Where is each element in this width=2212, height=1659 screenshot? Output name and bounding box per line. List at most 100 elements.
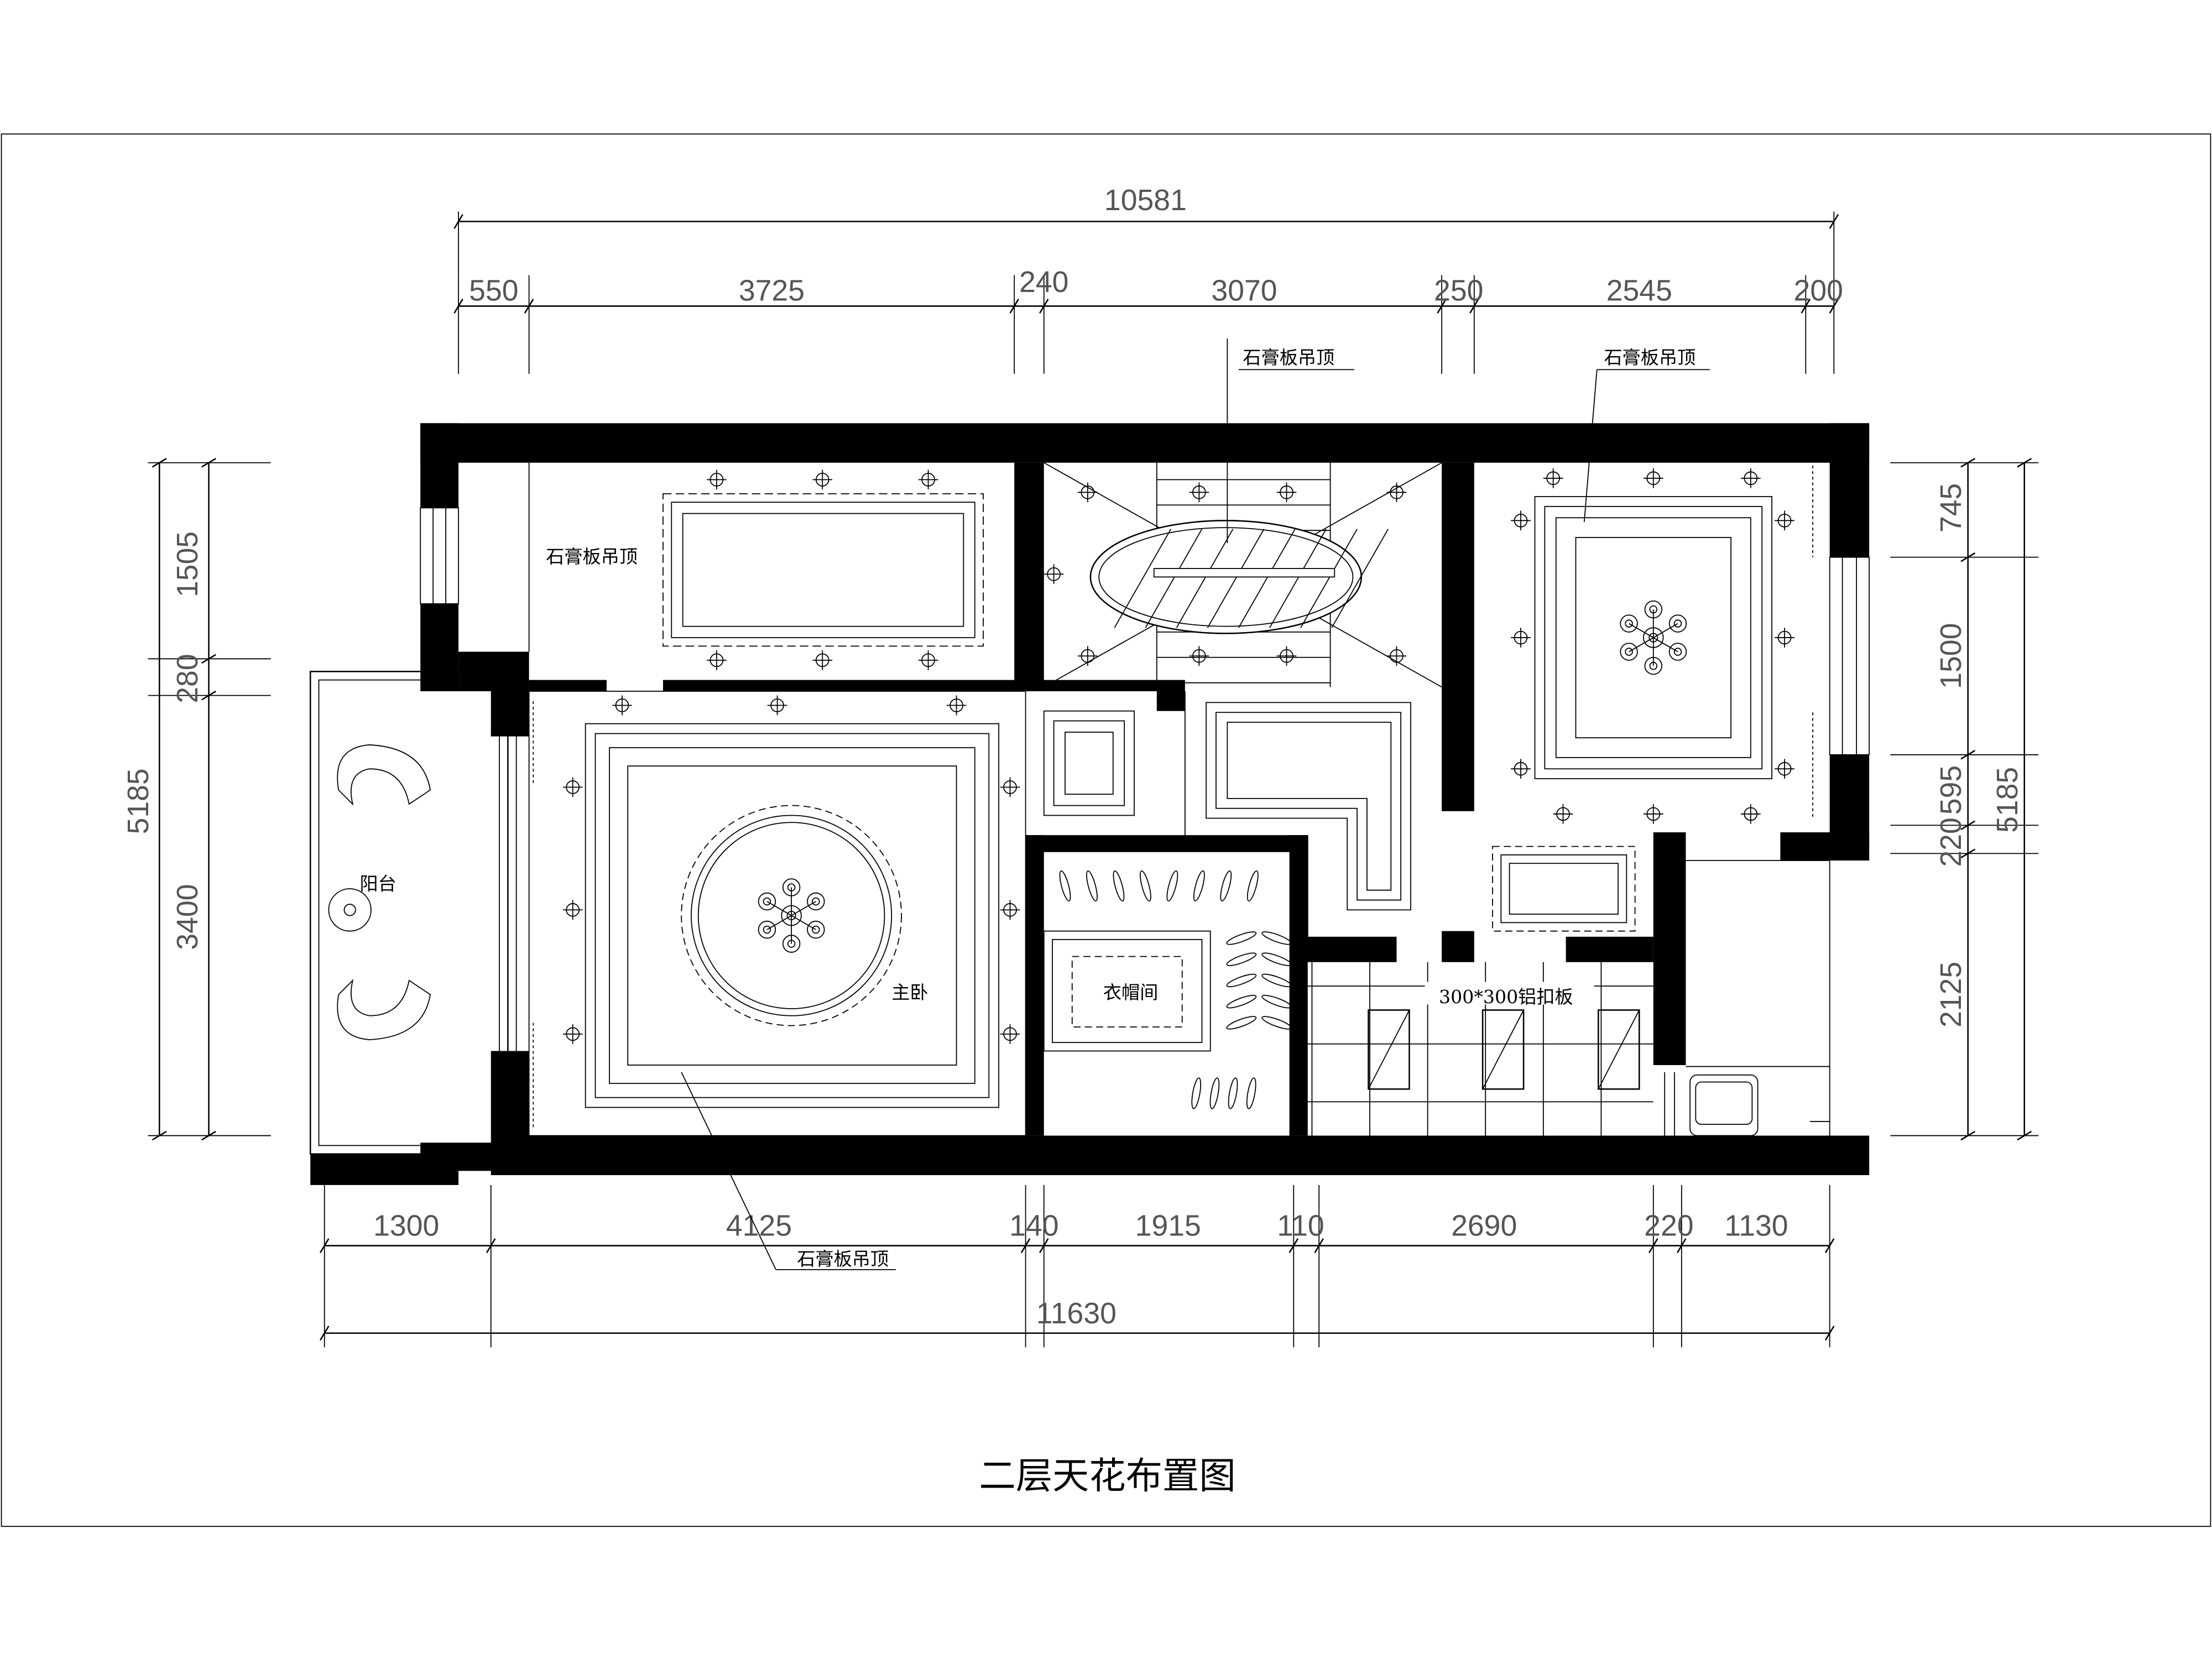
- downlight-icon: [812, 469, 833, 490]
- downlight-icon: [1775, 759, 1794, 779]
- hanger-icon: [1261, 1016, 1292, 1030]
- downlight-icon: [1000, 777, 1020, 797]
- hanger-icon: [1246, 870, 1259, 902]
- downlight-icon: [562, 900, 583, 920]
- dim-left-3: 3400: [171, 884, 204, 950]
- dimension-tick: [1824, 1326, 1835, 1341]
- washing-machine-icon: [1689, 1074, 1759, 1136]
- hanger-icon: [1226, 1016, 1257, 1030]
- clothes-hanger-icons: [1059, 870, 1292, 1109]
- dimension-tick: [1829, 299, 1839, 314]
- dimension-tick: [201, 690, 216, 701]
- dimension-tick: [319, 1238, 330, 1253]
- dimension-tick: [152, 457, 167, 468]
- downlight-icon: [1740, 468, 1761, 488]
- dimension-tick: [1824, 1238, 1835, 1253]
- hanger-icon: [1261, 995, 1292, 1009]
- dimension-tick: [2017, 457, 2032, 468]
- dimension-tick: [201, 1130, 216, 1141]
- dim-right-3: 595: [1935, 765, 1968, 815]
- dim-bottom-3: 140: [1009, 1210, 1058, 1243]
- downlight-icon: [1000, 1024, 1020, 1044]
- label-gypsum-ceiling-4: 石膏板吊顶: [797, 1248, 889, 1270]
- downlight-icon: [1276, 646, 1297, 666]
- dimension-tick: [1960, 820, 1976, 831]
- right-dimensions: 745 1500 595 220 2125 5185: [1890, 457, 2039, 1141]
- drawing-title: 二层天花布置图: [979, 1454, 1235, 1497]
- downlight-icon: [1044, 564, 1064, 585]
- dim-bottom-4: 1915: [1135, 1210, 1201, 1243]
- dim-right-5: 2125: [1935, 962, 1968, 1027]
- hanger-icon: [1086, 870, 1098, 902]
- label-gypsum-ceiling-1: 石膏板吊顶: [546, 546, 638, 567]
- downlight-icon: [1189, 482, 1209, 503]
- corridor-ceiling: [1043, 691, 1411, 937]
- balcony: 阳台: [309, 671, 509, 1155]
- hanger-icon: [1209, 1077, 1220, 1109]
- dimension-tick: [319, 1326, 330, 1341]
- downlight-icon: [1077, 482, 1098, 503]
- dimension-tick: [1829, 214, 1839, 229]
- hanger-icon: [1220, 870, 1232, 902]
- dim-bottom-8: 1130: [1724, 1210, 1788, 1243]
- dim-right-4: 220: [1935, 817, 1968, 867]
- drawing-frame: [1, 133, 2211, 1527]
- downlight-icon: [918, 650, 938, 670]
- dim-bottom-5: 110: [1277, 1210, 1324, 1243]
- hanger-icon: [1193, 870, 1205, 902]
- downlight-icon: [1511, 510, 1531, 531]
- downlight-icon: [612, 695, 632, 716]
- chandelier-icon: [758, 878, 825, 953]
- downlight-icon: [918, 469, 938, 490]
- label-master-bedroom: 主卧: [891, 982, 928, 1003]
- table-icon: [328, 888, 372, 932]
- hanger-icon: [1228, 1077, 1238, 1109]
- dimension-tick: [1020, 1238, 1031, 1253]
- hanger-icon: [1166, 870, 1178, 902]
- hanger-icon: [1226, 995, 1257, 1009]
- downlight-icon: [1386, 646, 1407, 666]
- master-bedroom-ceiling: 主卧 石膏板吊顶: [528, 691, 1026, 1270]
- dim-right-1: 745: [1935, 483, 1968, 533]
- downlight-icon: [707, 469, 727, 490]
- downlight-icon: [1511, 759, 1531, 779]
- dimension-tick: [1314, 1238, 1324, 1253]
- downlight-icon: [1643, 804, 1663, 824]
- downlight-icon: [1276, 482, 1297, 503]
- dimension-tick: [524, 299, 534, 314]
- hanger-icon: [1226, 931, 1257, 945]
- downlight-icon: [707, 650, 727, 670]
- downlight-icon: [562, 1024, 583, 1044]
- cloakroom-ceiling: 衣帽间: [1043, 870, 1292, 1109]
- room-middle-right-ceiling: [1492, 846, 1636, 932]
- top-dimensions: 10581 550 3725 240 3070 250 2545 200: [453, 184, 1843, 374]
- downlight-icon: [1189, 646, 1209, 666]
- dimension-tick: [201, 457, 216, 468]
- dim-top-1: 550: [469, 274, 518, 307]
- bathroom-ceiling: 300*300铝扣板: [1307, 962, 1653, 1136]
- dimension-tick: [2017, 1130, 2032, 1141]
- dimension-tick: [486, 1238, 496, 1253]
- left-dimensions: 5185 1505 280 3400: [122, 457, 271, 1141]
- dimension-tick: [1960, 552, 1976, 562]
- dim-bottom-overall: 11630: [1036, 1297, 1117, 1330]
- dimension-tick: [1288, 1238, 1299, 1253]
- hanger-icon: [1261, 931, 1292, 945]
- dim-top-6: 2545: [1606, 274, 1672, 307]
- dim-top-overall: 10581: [1104, 184, 1187, 217]
- dim-right-overall: 5185: [1991, 767, 2024, 833]
- dimension-tick: [1960, 750, 1976, 760]
- room-top-right-ceiling: 石膏板吊顶: [1534, 347, 1813, 818]
- dimension-tick: [1039, 299, 1049, 314]
- dimension-tick: [1039, 1238, 1049, 1253]
- downlight-icon: [1775, 510, 1794, 531]
- hanger-icon: [1261, 973, 1292, 988]
- dimension-tick: [1648, 1238, 1658, 1253]
- dimension-tick: [1960, 1130, 1976, 1141]
- dim-top-5: 250: [1434, 274, 1483, 307]
- dim-top-4: 3070: [1211, 274, 1277, 307]
- windows: [420, 507, 1870, 1051]
- chair-icon: [337, 744, 431, 806]
- downlight-icon: [562, 777, 583, 797]
